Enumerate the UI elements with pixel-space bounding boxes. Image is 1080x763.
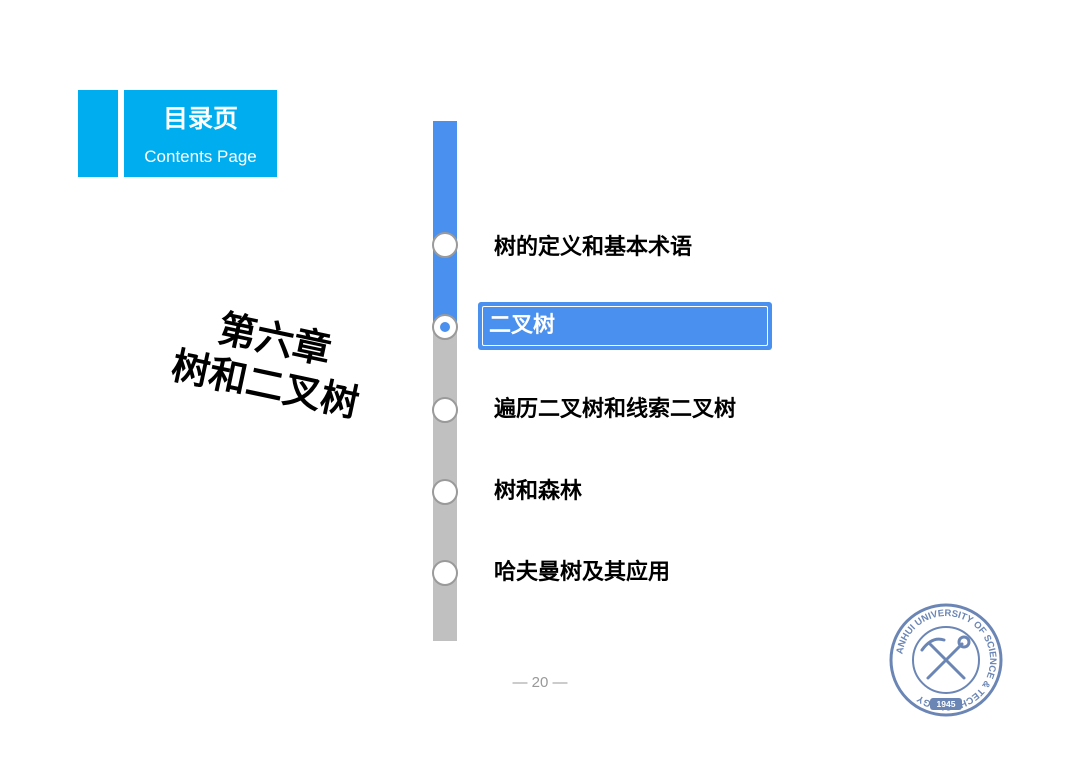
toc-node-2-active (432, 314, 458, 340)
header-subtitle: Contents Page (144, 147, 257, 166)
toc-node-1 (432, 232, 458, 258)
toc-item-1[interactable]: 树的定义和基本术语 (494, 235, 693, 260)
timeline-rail-completed (433, 121, 457, 330)
toc-node-5 (432, 560, 458, 586)
page-number: — 20 — (512, 674, 568, 691)
highlight-inner-border (482, 306, 768, 346)
header-box: 目录页 Contents Page (124, 90, 277, 177)
toc-item-3[interactable]: 遍历二叉树和线索二叉树 (494, 397, 737, 422)
toc-node-4 (432, 479, 458, 505)
seal-year: 1945 (937, 699, 956, 709)
chapter-heading: 第六章 树和二叉树 (153, 294, 387, 430)
header-title: 目录页 (162, 104, 238, 133)
toc-item-4[interactable]: 树和森林 (494, 479, 583, 504)
toc-item-5[interactable]: 哈夫曼树及其应用 (494, 560, 671, 585)
hammer-pick-seal-icon (920, 635, 971, 680)
toc-item-2-highlight[interactable] (478, 302, 772, 350)
toc-item-2[interactable]: 二叉树 (489, 313, 556, 338)
header-accent-bar (78, 90, 118, 177)
university-seal-icon: ANHUI UNIVERSITY OF SCIENCE & TECHNOLOGY… (889, 603, 1003, 717)
toc-node-3 (432, 397, 458, 423)
